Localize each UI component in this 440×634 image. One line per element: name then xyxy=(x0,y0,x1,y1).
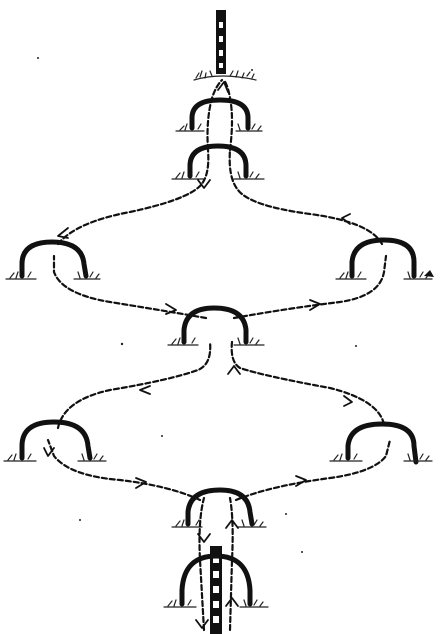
arrow-right-lower-up xyxy=(344,396,352,406)
arrow-bottom-stake-down xyxy=(196,620,208,628)
arrow-right-upper xyxy=(342,214,350,224)
arrow-to-bottom-right xyxy=(296,476,306,486)
bottom-stake xyxy=(210,546,222,634)
hoop-bottom-1 xyxy=(172,490,266,527)
hoop-left-upper xyxy=(6,242,100,279)
top-stake xyxy=(194,10,256,80)
hoop-top-2 xyxy=(172,146,264,179)
hoop-top-1 xyxy=(176,100,262,131)
arrow-bottom-stake-up xyxy=(226,598,238,606)
hoop-right-lower xyxy=(330,424,432,462)
direction-arrows xyxy=(44,82,352,628)
hoop-left-lower xyxy=(4,422,106,461)
arrow-left-lower-up xyxy=(140,386,150,394)
